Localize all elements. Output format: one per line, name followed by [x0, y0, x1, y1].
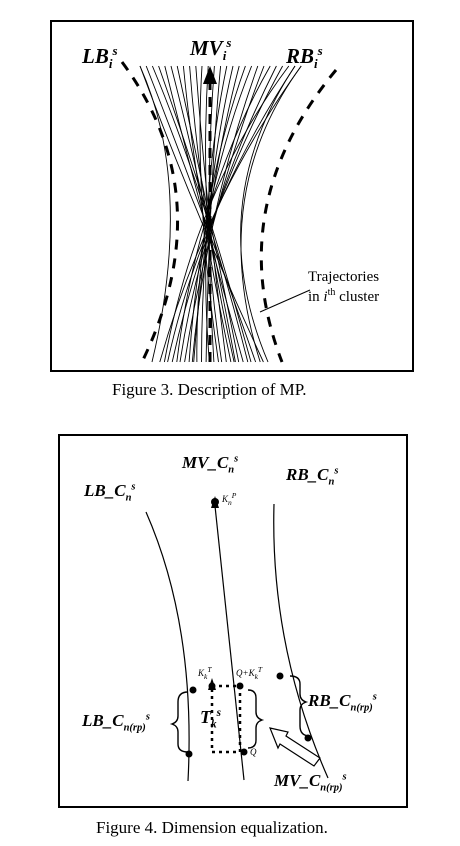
- figure-3-drawing: [120, 61, 338, 363]
- trajectory-curve: [240, 65, 302, 363]
- right-upper-point: [276, 672, 284, 680]
- trajectory-curve: [176, 65, 240, 363]
- figure-4-drawing: [145, 496, 329, 782]
- qkt-point: [236, 682, 244, 690]
- tk-label: Tks: [200, 707, 221, 731]
- trajectory-curve: [145, 65, 257, 363]
- kt-arrowhead: [208, 678, 216, 690]
- rb-top-label: RB_Cns: [286, 465, 339, 488]
- left-upper-point: [189, 686, 197, 694]
- trajectory-curve: [205, 65, 223, 363]
- trajectory-curve: [139, 65, 171, 363]
- kp-arrowhead: [211, 496, 219, 508]
- right-boundary-curve: [273, 503, 329, 779]
- figure-3-frame: LBis MVis RBis Trajectories in ith clust…: [50, 20, 414, 372]
- mv-rp-label: MV_Cn(rp)s: [274, 771, 347, 794]
- trajectory-curve: [151, 65, 249, 363]
- trajectories-label: Trajectories in ith cluster: [308, 269, 380, 305]
- kt-label: KkT: [198, 665, 212, 681]
- mean-value-arrowhead: [203, 66, 217, 84]
- mean-value-line: [214, 505, 245, 781]
- lb-top-label: LB_Cns: [84, 481, 136, 504]
- trajectory-curve: [195, 65, 227, 363]
- rb-label: RBis: [286, 43, 323, 72]
- trajectory-curve: [191, 65, 259, 363]
- q-point: [240, 748, 248, 756]
- lb-label: LBis: [82, 43, 118, 72]
- lb-rp-label: LB_Cn(rp)s: [82, 711, 150, 734]
- left-brace: [169, 691, 189, 753]
- mv-label: MVis: [190, 35, 232, 64]
- rb-rp-label: RB_Cn(rp)s: [308, 691, 377, 714]
- mv-top-label: MV_Cns: [182, 453, 239, 476]
- trajectory-curve: [182, 65, 232, 363]
- trajectory-curve: [193, 65, 240, 363]
- trajectory-curve: [158, 65, 252, 363]
- left-boundary-curve: [145, 511, 190, 782]
- q-label: Q: [250, 747, 257, 757]
- trajectory-curve: [139, 65, 264, 363]
- left-boundary-curve: [120, 61, 179, 363]
- tk-dotted-box: [210, 684, 242, 754]
- right-brace: [289, 675, 311, 737]
- middle-brace: [247, 689, 265, 749]
- kp-label: KnP: [222, 491, 237, 507]
- trajectory-curve: [184, 65, 265, 363]
- trajectory-curve: [170, 65, 236, 363]
- figure-4-caption: Figure 4. Dimension equalization.: [96, 818, 328, 837]
- mv-rp-hollow-arrow: [269, 727, 321, 767]
- right-boundary-curve: [259, 69, 338, 363]
- trajectory-curve: [164, 65, 244, 363]
- trajectory-curve: [171, 65, 283, 363]
- trajectory-curve: [240, 65, 296, 363]
- trajectories-pointer: [259, 289, 311, 313]
- qkt-label: Q+KkT: [236, 665, 263, 681]
- figure-3-caption: Figure 3. Description of MP.: [112, 380, 307, 399]
- figure-4-frame: MV_Cns LB_Cns RB_Cns KnP KkT Q+KkT Q Tks…: [58, 434, 408, 808]
- trajectory-curve: [199, 65, 219, 363]
